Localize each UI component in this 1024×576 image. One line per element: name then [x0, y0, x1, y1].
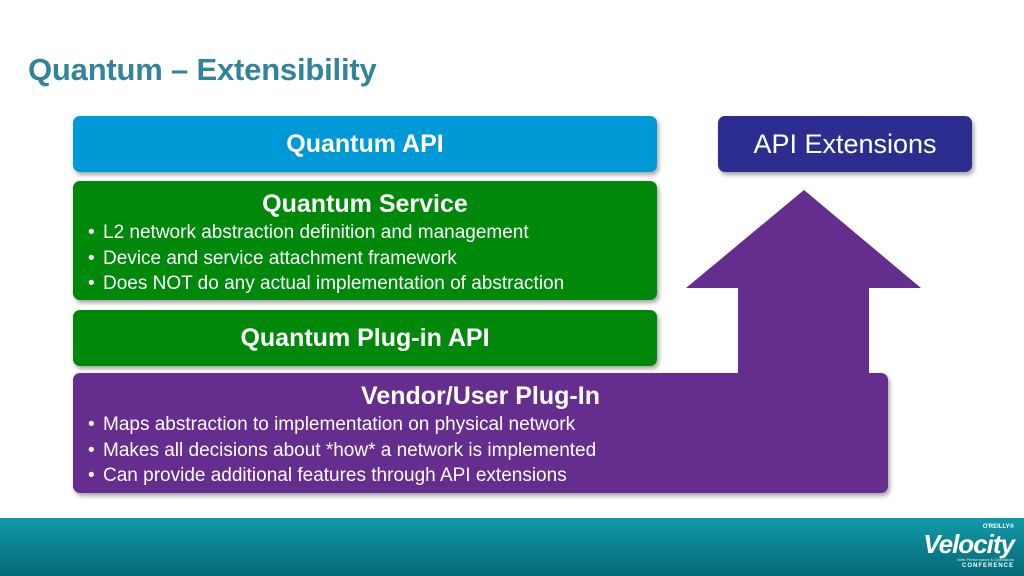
bullet-item: Device and service attachment framework	[79, 246, 657, 272]
api-extensions-box: API Extensions	[718, 116, 972, 172]
logo-brand: Velocity	[923, 529, 1015, 559]
bullet-item: Maps abstraction to implementation on ph…	[79, 412, 888, 438]
logo-tagline: Web Performance & Operations	[957, 557, 1014, 562]
bullet-item: Can provide additional features through …	[79, 463, 888, 489]
vendor-plugin-box: Vendor/User Plug-In Maps abstraction to …	[73, 373, 888, 493]
quantum-service-bullets: L2 network abstraction definition and ma…	[79, 220, 657, 297]
velocity-logo: O'REILLY® Velocity Web Performance & Ope…	[918, 524, 1015, 572]
bullet-item: Does NOT do any actual implementation of…	[79, 271, 657, 297]
api-extensions-label: API Extensions	[753, 129, 937, 159]
quantum-api-box: Quantum API	[73, 116, 657, 172]
bullet-item: Makes all decisions about *how* a networ…	[79, 438, 888, 464]
footer-bar	[0, 518, 1024, 576]
quantum-service-box: Quantum Service L2 network abstraction d…	[73, 181, 657, 300]
logo-conference: CONFERENCE	[961, 563, 1014, 569]
quantum-service-label: Quantum Service	[262, 190, 468, 218]
slide-title: Quantum – Extensibility	[28, 52, 377, 87]
vendor-plugin-bullets: Maps abstraction to implementation on ph…	[79, 412, 888, 489]
quantum-api-label: Quantum API	[286, 130, 444, 158]
quantum-plugin-api-label: Quantum Plug-in API	[240, 324, 490, 352]
up-arrow-shape	[686, 190, 921, 376]
quantum-plugin-api-box: Quantum Plug-in API	[73, 310, 657, 366]
vendor-plugin-label: Vendor/User Plug-In	[361, 382, 600, 410]
logo-publisher: O'REILLY®	[982, 524, 1014, 530]
bullet-item: L2 network abstraction definition and ma…	[79, 220, 657, 246]
